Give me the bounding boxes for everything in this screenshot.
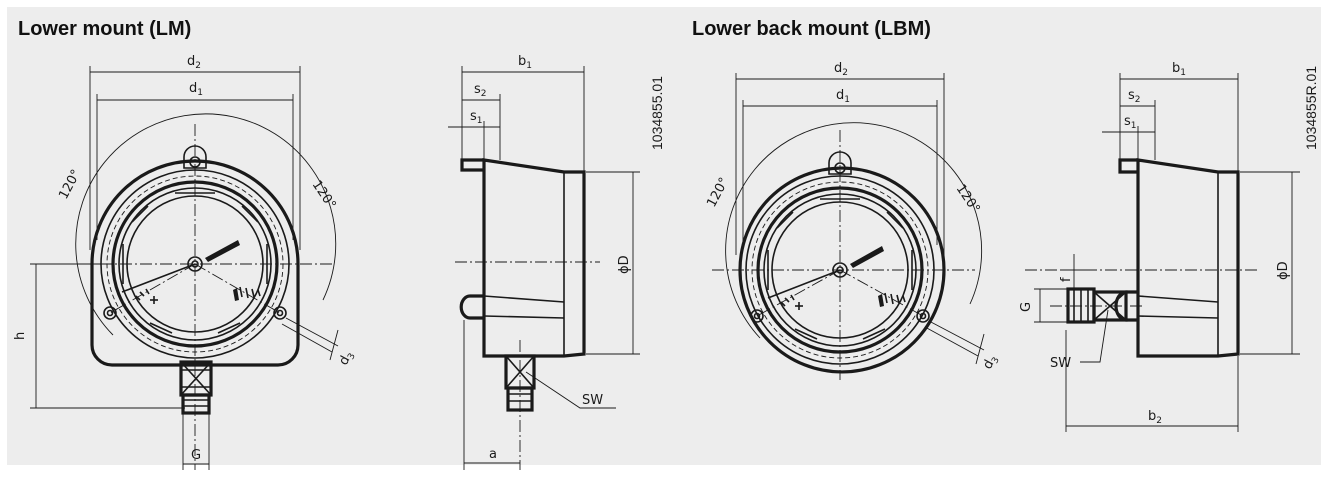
lbm-side-view	[1025, 73, 1300, 432]
label-G-lbm: G	[1019, 302, 1034, 312]
label-phiD-lbm: ϕD	[1276, 261, 1291, 280]
angle-left-lbm: 120°	[704, 175, 732, 210]
label-b2: b2	[1148, 409, 1162, 426]
label-b1-lbm: b1	[1172, 61, 1186, 78]
label-s1-lbm: s1	[1124, 114, 1137, 131]
angle-right-lm: 120°	[309, 178, 339, 212]
angle-left-lm: 120°	[56, 167, 84, 202]
title-lower-back-mount: Lower back mount (LBM)	[692, 18, 931, 40]
label-d3-lbm: d3	[980, 352, 1002, 372]
label-G-lm: G	[191, 448, 201, 463]
label-d3-lm: d3	[336, 348, 358, 368]
label-phiD-lm: ϕD	[617, 255, 632, 274]
label-h: h	[13, 332, 28, 340]
drawing-number-lm: 1034855.01	[649, 76, 665, 150]
label-d1-lm: d1	[189, 81, 203, 98]
label-a: a	[489, 447, 497, 462]
drawing-panel	[7, 7, 1321, 465]
lm-front-view	[30, 66, 339, 470]
label-f: f	[1059, 277, 1074, 282]
drawing-number-lbm: 1034855R.01	[1303, 66, 1319, 150]
title-lower-mount: Lower mount (LM)	[18, 18, 192, 40]
label-SW-lbm: SW	[1050, 356, 1071, 371]
lm-side-view	[448, 66, 640, 470]
label-b1-lm: b1	[518, 54, 532, 71]
label-d1-lbm: d1	[836, 88, 850, 105]
label-SW-lm: SW	[582, 393, 603, 408]
label-s1-lm: s1	[470, 109, 483, 126]
label-d2-lbm: d2	[834, 61, 848, 78]
label-s2-lbm: s2	[1128, 88, 1141, 105]
label-d2-lm: d2	[187, 54, 201, 71]
angle-right-lbm: 120°	[953, 182, 983, 216]
lbm-front-view	[712, 73, 985, 380]
label-s2-lm: s2	[474, 82, 487, 99]
